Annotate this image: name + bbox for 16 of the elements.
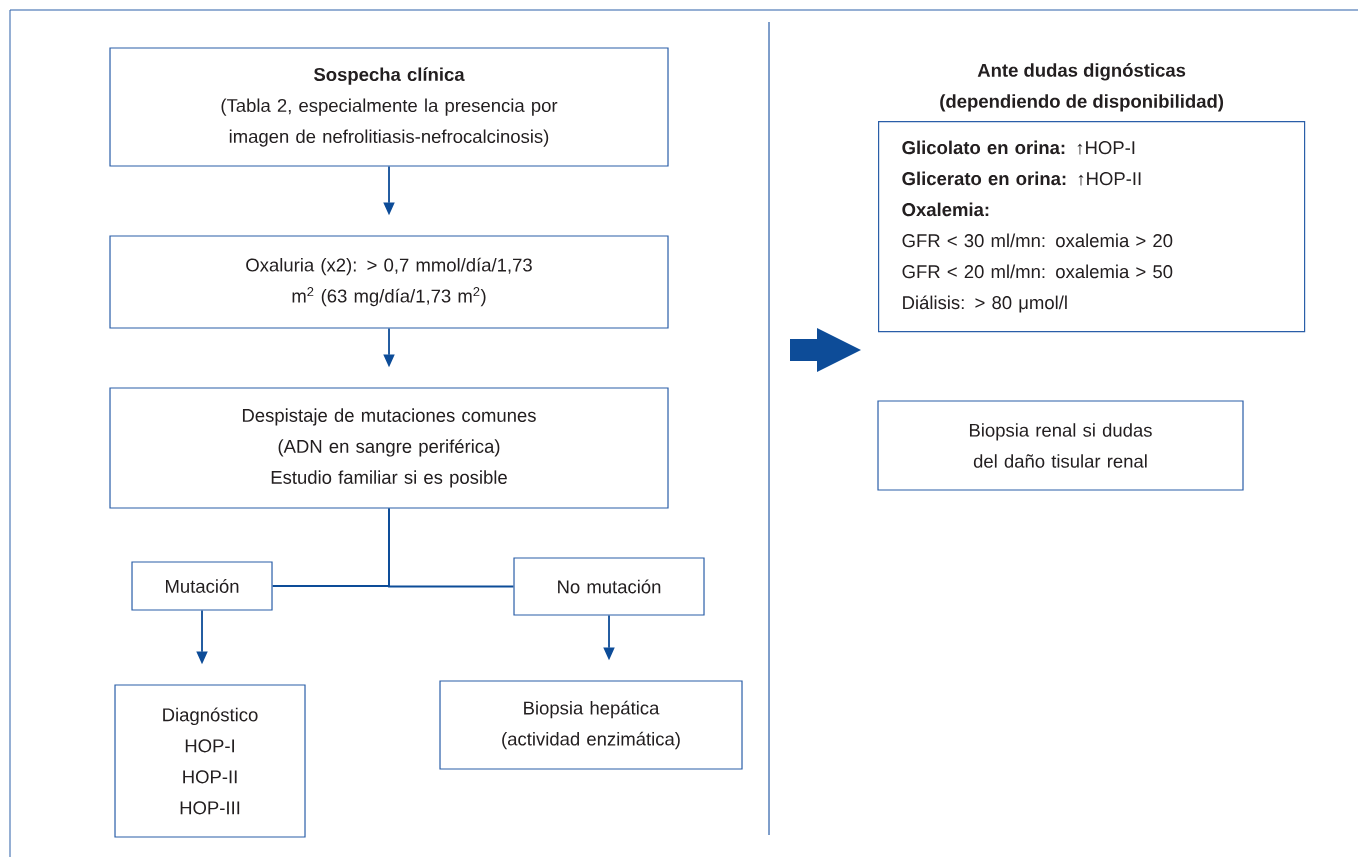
process-box: Oxaluria (x2): > 0,7 mmol/día/1,73 m$^{2}$ (63 mg/día/1,73 m$^{2}$) <box>109 235 669 329</box>
node-label: GFR < 20 ml/mn: oxalemia > 50 <box>902 264 1173 279</box>
process-box: Biopsia hepática (actividad enzimática) <box>439 680 743 770</box>
node-label: GFR < 30 ml/mn: oxalemia > 20 <box>902 233 1173 248</box>
node-label: Diálisis: > 80 μmol/l <box>903 295 1067 313</box>
section-heading: Ante dudas dignósticas (dependiendo de disponibilidad) <box>940 63 1224 112</box>
node-label: Oxalemia: <box>902 202 989 217</box>
process-box: Despistaje de mutaciones comunes (ADN en sangre periférica) Estudio familiar si es posible <box>109 387 669 509</box>
node-label: Glicerato en orina: ↑HOP-II <box>902 171 1141 186</box>
process-box: Mutación <box>131 561 273 611</box>
process-box: No mutación <box>513 557 705 616</box>
process-box: Sospecha clínica (Tabla 2, especialmente la presencia por imagen de nefrolitiasis-nefrocalcinosis) <box>109 47 669 167</box>
process-box: Biopsia renal si dudas del daño tisular renal <box>877 400 1244 491</box>
node-label: Glicolato en orina: ↑HOP-I <box>902 140 1135 155</box>
process-box: Diagnóstico HOP-I HOP-II HOP-III <box>114 684 306 838</box>
criteria-box: Glicolato en orina: ↑HOP-I Glicerato en orina: ↑HOP-II Oxalemia: GFR < 30 ml/mn: oxalemia > 20 GFR < 20 ml/mn: oxalemia > 50 Diálisis: > 80 μmol/l <box>878 121 1306 333</box>
